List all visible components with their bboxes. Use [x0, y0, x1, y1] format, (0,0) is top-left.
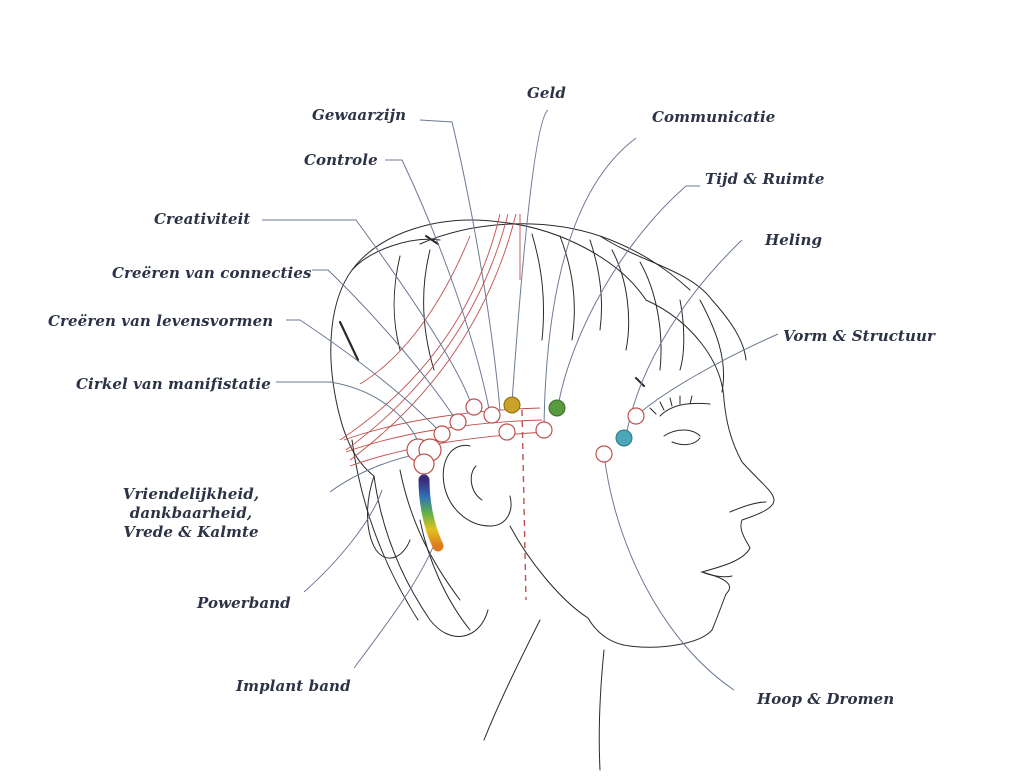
label-creeren-connecties: Creëren van connecties: [112, 264, 312, 282]
leader-vriendelijkheid: [329, 453, 421, 493]
label-creeren-levensvormen: Creëren van levensvormen: [48, 312, 274, 330]
marker-tijd: [548, 399, 566, 417]
marker-geld: [503, 396, 521, 414]
leader-communicatie: [543, 137, 637, 429]
leader-powerband: [303, 489, 383, 593]
marker-cirkel-3: [413, 453, 435, 475]
powerband-strip: [418, 474, 444, 552]
label-cirkel-manifistatie: Cirkel van manifistatie: [76, 375, 271, 393]
leader-tijd: [557, 185, 700, 407]
leader-vorm: [635, 333, 779, 417]
ear-outline: [442, 444, 512, 527]
leader-lines: [262, 109, 779, 691]
leader-implant: [353, 539, 437, 669]
marker-hoop: [595, 445, 613, 463]
leader-controle: [385, 159, 491, 415]
point-markers: [406, 398, 645, 475]
leader-creativiteit: [262, 219, 473, 407]
leader-gewaarzijn: [419, 119, 501, 411]
leader-geld: [511, 109, 549, 403]
leader-levensvormen: [286, 319, 441, 433]
marker-communicatie: [535, 421, 553, 439]
marker-vorm: [627, 407, 645, 425]
label-vriendelijkheid: Vriendelijkheid, dankbaarheid, Vrede & K…: [60, 485, 322, 542]
marker-levensvormen: [498, 423, 516, 441]
label-geld: Geld: [527, 84, 566, 102]
label-gewaarzijn: Gewaarzijn: [312, 106, 407, 124]
label-communicatie: Communicatie: [652, 108, 776, 126]
center-dashed-line: [521, 409, 527, 601]
marker-connecties: [433, 425, 451, 443]
label-heling: Heling: [765, 231, 823, 249]
label-vorm-structuur: Vorm & Structuur: [783, 327, 935, 345]
marker-creativiteit: [449, 413, 467, 431]
face-profile: [587, 299, 775, 648]
hair-outline: [330, 219, 647, 477]
leader-hoop: [603, 453, 735, 691]
leader-connecties: [312, 269, 457, 421]
label-controle: Controle: [304, 151, 378, 169]
marker-controle: [483, 406, 501, 424]
head-sketch: [330, 219, 775, 771]
leader-heling: [625, 239, 743, 437]
leader-cirkel: [276, 381, 421, 447]
label-tijd-ruimte: Tijd & Ruimte: [705, 170, 825, 188]
label-vriendelijkheid-line1: Vriendelijkheid, dankbaarheid,: [122, 485, 260, 522]
label-creativiteit: Creativiteit: [154, 210, 251, 228]
label-implant-band: Implant band: [236, 677, 351, 695]
jaw-line: [509, 525, 589, 619]
marker-heling: [615, 429, 633, 447]
marker-gewaarzijn: [465, 398, 483, 416]
label-vriendelijkheid-line2: Vrede & Kalmte: [123, 523, 259, 541]
label-hoop-dromen: Hoop & Dromen: [757, 690, 895, 708]
eye-outline: [663, 429, 701, 437]
label-powerband: Powerband: [197, 594, 291, 612]
